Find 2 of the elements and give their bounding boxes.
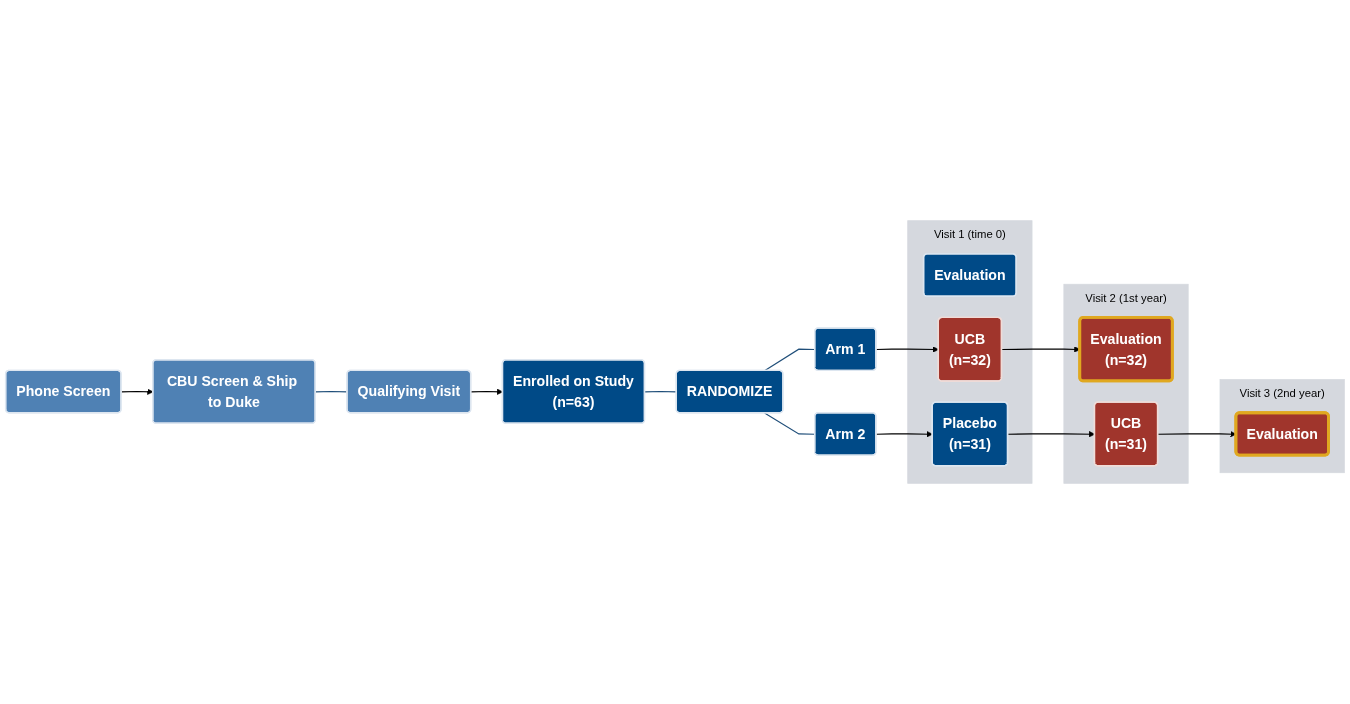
arrow xyxy=(875,431,933,438)
arrow xyxy=(875,346,939,353)
